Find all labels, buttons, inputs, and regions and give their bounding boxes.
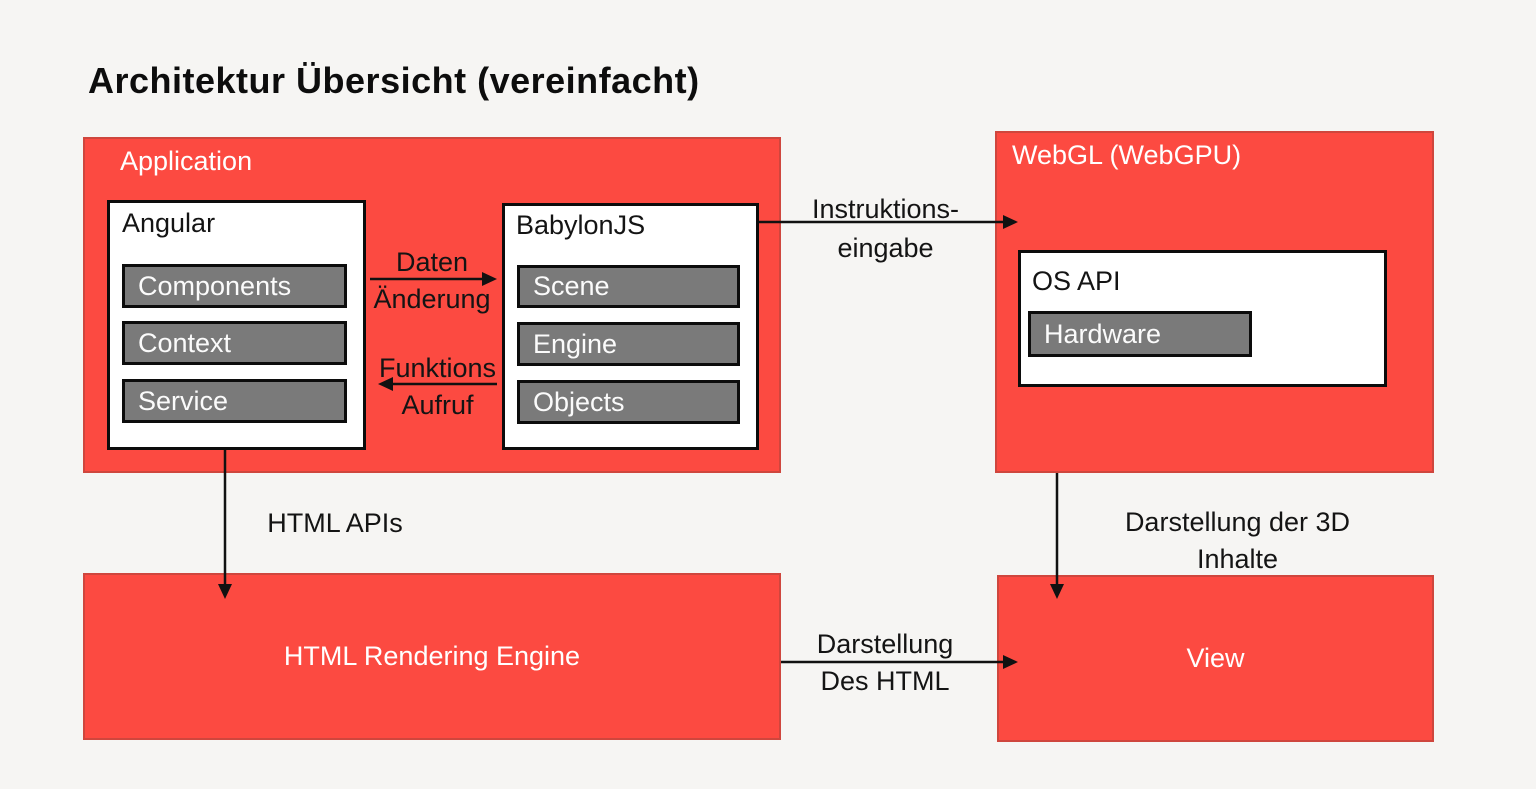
darstellung-des-html-label: Darstellung Des HTML <box>800 626 970 700</box>
daten-aenderung-line2: Änderung <box>373 284 491 314</box>
funktions-aufruf-line2: Aufruf <box>401 390 474 420</box>
darstellung-3d-label: Darstellung der 3D Inhalte <box>1095 504 1380 578</box>
darstellung-3d-line2: Inhalte <box>1196 544 1279 574</box>
angular-item-components: Components <box>122 264 347 308</box>
chip-label: Service <box>138 385 229 416</box>
view-box: View <box>997 575 1434 742</box>
chip-label: Hardware <box>1044 318 1162 349</box>
instruktionseingabe-line2: eingabe <box>837 233 934 263</box>
page-title: Architektur Übersicht (vereinfacht) <box>88 60 700 101</box>
instruktionseingabe-line1: Instruktions- <box>811 194 960 224</box>
daten-aenderung-label: Daten Änderung <box>347 244 517 318</box>
angular-item-context: Context <box>122 321 347 365</box>
darstellung-des-html-line1: Darstellung <box>816 629 954 659</box>
application-label: Application <box>120 146 253 176</box>
html-rendering-engine-box: HTML Rendering Engine <box>83 573 781 740</box>
darstellung-des-html-line2: Des HTML <box>820 666 950 696</box>
funktions-aufruf-line1: Funktions <box>378 353 497 383</box>
chip-label: Components <box>138 270 292 301</box>
instruktionseingabe-label: Instruktions- eingabe <box>793 190 978 268</box>
babylonjs-label: BabylonJS <box>516 210 646 240</box>
angular-label: Angular <box>122 208 216 238</box>
angular-item-service: Service <box>122 379 347 423</box>
chip-label: Context <box>138 327 232 358</box>
babylonjs-item-objects: Objects <box>517 380 740 424</box>
babylonjs-item-engine: Engine <box>517 322 740 366</box>
view-label: View <box>1186 643 1245 673</box>
chip-label: Objects <box>533 386 625 417</box>
os-api-item-hardware: Hardware <box>1028 311 1252 357</box>
chip-label: Engine <box>533 328 618 359</box>
darstellung-3d-line1: Darstellung der 3D <box>1124 507 1351 537</box>
daten-aenderung-line1: Daten <box>395 247 469 277</box>
chip-label: Scene <box>533 271 610 301</box>
html-apis-text: HTML APIs <box>267 508 403 538</box>
html-rendering-engine-label: HTML Rendering Engine <box>283 641 581 671</box>
babylonjs-item-scene: Scene <box>517 265 740 308</box>
html-apis-label: HTML APIs <box>240 505 430 542</box>
webgl-label: WebGL (WebGPU) <box>1012 140 1242 170</box>
funktions-aufruf-label: Funktions Aufruf <box>355 350 520 424</box>
os-api-label: OS API <box>1032 266 1121 296</box>
